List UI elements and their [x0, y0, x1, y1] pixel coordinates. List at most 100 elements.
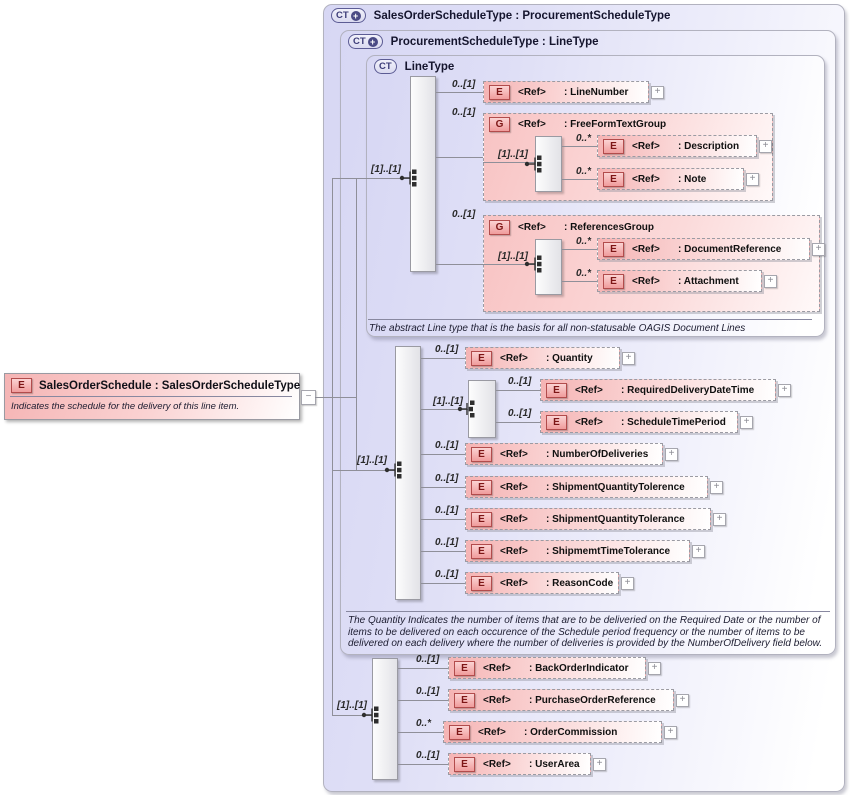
root-element-description: Indicates the schedule for the delivery …	[11, 401, 240, 412]
expand-shipmemttimetolerance[interactable]: +	[692, 545, 705, 558]
element-shipmentquantitytolerence[interactable]: E <Ref> : ShipmentQuantityTolerence	[465, 476, 708, 498]
element-documentreference[interactable]: E <Ref> : DocumentReference	[597, 238, 810, 260]
element-scheduletimeperiod[interactable]: E <Ref> : ScheduleTimePeriod	[540, 411, 738, 433]
connector-line	[398, 764, 448, 765]
connector-line	[562, 146, 597, 147]
cardinality-label: [1]..[1]	[337, 700, 367, 711]
element-icon: E	[489, 84, 510, 100]
cardinality-label: 0..*	[576, 166, 592, 177]
connector-line	[496, 422, 540, 423]
ref-label: <Ref>	[500, 545, 528, 557]
expand-userarea[interactable]: +	[593, 758, 606, 771]
element-name: : OrderCommission	[524, 726, 618, 738]
cardinality-label: 0..[1]	[452, 79, 476, 90]
element-icon: E	[471, 350, 492, 366]
expand-note[interactable]: +	[746, 173, 759, 186]
group-title: G <Ref> : ReferencesGroup	[489, 220, 654, 235]
connector-line	[421, 358, 465, 359]
connector-line	[436, 157, 483, 158]
element-description[interactable]: E <Ref> : Description	[597, 135, 757, 157]
expand-ordercommission[interactable]: +	[664, 726, 677, 739]
expand-shipmentquantitytolerence[interactable]: +	[710, 481, 723, 494]
ref-label: <Ref>	[632, 140, 660, 152]
cardinality-label: 0..[1]	[435, 537, 459, 548]
element-name: : ShipmentQuantityTolerence	[546, 481, 685, 493]
element-icon: E	[471, 511, 492, 527]
element-name: : UserArea	[529, 758, 580, 770]
expand-linenumber[interactable]: +	[651, 86, 664, 99]
type-title-procurementscheduletype: CT+ ProcurementScheduleType : LineType	[348, 34, 599, 49]
connector-line	[436, 92, 483, 93]
element-shipmentquantitytolerance[interactable]: E <Ref> : ShipmentQuantityTolerance	[465, 508, 711, 530]
element-icon: E	[546, 414, 567, 430]
expand-reasoncode[interactable]: +	[621, 577, 634, 590]
element-icon: E	[603, 273, 624, 289]
connector-line	[332, 470, 395, 471]
expand-quantity[interactable]: +	[622, 352, 635, 365]
connector-line	[421, 519, 465, 520]
expand-shipmentquantitytolerance[interactable]: +	[713, 513, 726, 526]
element-attachment[interactable]: E <Ref> : Attachment	[597, 270, 762, 292]
expand-purchaseorderreference[interactable]: +	[676, 694, 689, 707]
root-element-name: SalesOrderSchedule : SalesOrderScheduleT…	[39, 379, 301, 392]
element-backorderindicator[interactable]: E <Ref> : BackOrderIndicator	[448, 657, 646, 679]
connector-line	[398, 668, 448, 669]
connector-line	[398, 700, 448, 701]
element-name: : LineNumber	[564, 86, 629, 98]
element-userarea[interactable]: E <Ref> : UserArea	[448, 753, 591, 775]
expand-backorderindicator[interactable]: +	[648, 662, 661, 675]
sequence-icon	[524, 255, 542, 273]
cardinality-label: 0..[1]	[435, 569, 459, 580]
cardinality-label: 0..*	[416, 718, 432, 729]
expand-numberofdeliveries[interactable]: +	[665, 448, 678, 461]
connector-line	[496, 390, 540, 391]
ref-label: <Ref>	[500, 577, 528, 589]
element-icon: E	[471, 575, 492, 591]
element-numberofdeliveries[interactable]: E <Ref> : NumberOfDeliveries	[465, 443, 663, 465]
element-reasoncode[interactable]: E <Ref> : ReasonCode	[465, 572, 619, 594]
element-shipmemttimetolerance[interactable]: E <Ref> : ShipmemtTimeTolerance	[465, 540, 690, 562]
cardinality-label: 0..[1]	[435, 505, 459, 516]
ct-badge-label: CT	[336, 10, 349, 21]
ref-label: <Ref>	[518, 86, 546, 98]
annotation-procurement: The Quantity Indicates the number of ite…	[348, 615, 823, 649]
expand-requireddeliverydatetime[interactable]: +	[778, 384, 791, 397]
type-title-text: LineType	[404, 60, 455, 73]
element-linenumber[interactable]: E <Ref> : LineNumber	[483, 81, 649, 103]
element-icon: E	[454, 692, 475, 708]
expand-description[interactable]: +	[759, 140, 772, 153]
element-purchaseorderreference[interactable]: E <Ref> : PurchaseOrderReference	[448, 689, 674, 711]
expand-documentreference[interactable]: +	[812, 243, 825, 256]
complex-type-icon: CT+	[331, 8, 366, 23]
ref-label: <Ref>	[632, 275, 660, 287]
element-note[interactable]: E <Ref> : Note	[597, 168, 744, 190]
ref-label: <Ref>	[483, 758, 511, 770]
element-requireddeliverydatetime[interactable]: E <Ref> : RequiredDeliveryDateTime	[540, 379, 776, 401]
element-quantity[interactable]: E <Ref> : Quantity	[465, 347, 620, 369]
element-name: : Quantity	[546, 352, 593, 364]
element-icon: E	[11, 378, 32, 393]
element-name: : ShipmemtTimeTolerance	[546, 545, 671, 557]
expand-scheduletimeperiod[interactable]: +	[740, 416, 753, 429]
element-icon: E	[471, 446, 492, 462]
element-name: : ScheduleTimePeriod	[621, 416, 726, 428]
expand-attachment[interactable]: +	[764, 275, 777, 288]
element-icon: E	[471, 479, 492, 495]
connector-line	[421, 487, 465, 488]
connector-line	[356, 178, 357, 470]
element-ordercommission[interactable]: E <Ref> : OrderCommission	[443, 721, 662, 743]
ref-label: <Ref>	[518, 119, 546, 130]
connector-line	[421, 454, 465, 455]
element-name: : Attachment	[678, 275, 739, 287]
element-icon: E	[603, 138, 624, 154]
cardinality-label: 0..*	[576, 236, 592, 247]
ref-label: <Ref>	[500, 481, 528, 493]
type-title-salesorderscheduletype: CT+ SalesOrderScheduleType : Procurement…	[331, 8, 670, 23]
connector-line	[562, 249, 597, 250]
element-icon: E	[449, 724, 470, 740]
connector-line	[483, 264, 535, 265]
group-name: : FreeFormTextGroup	[564, 119, 667, 130]
collapse-toggle[interactable]: −	[301, 390, 316, 405]
connector-line	[421, 583, 465, 584]
